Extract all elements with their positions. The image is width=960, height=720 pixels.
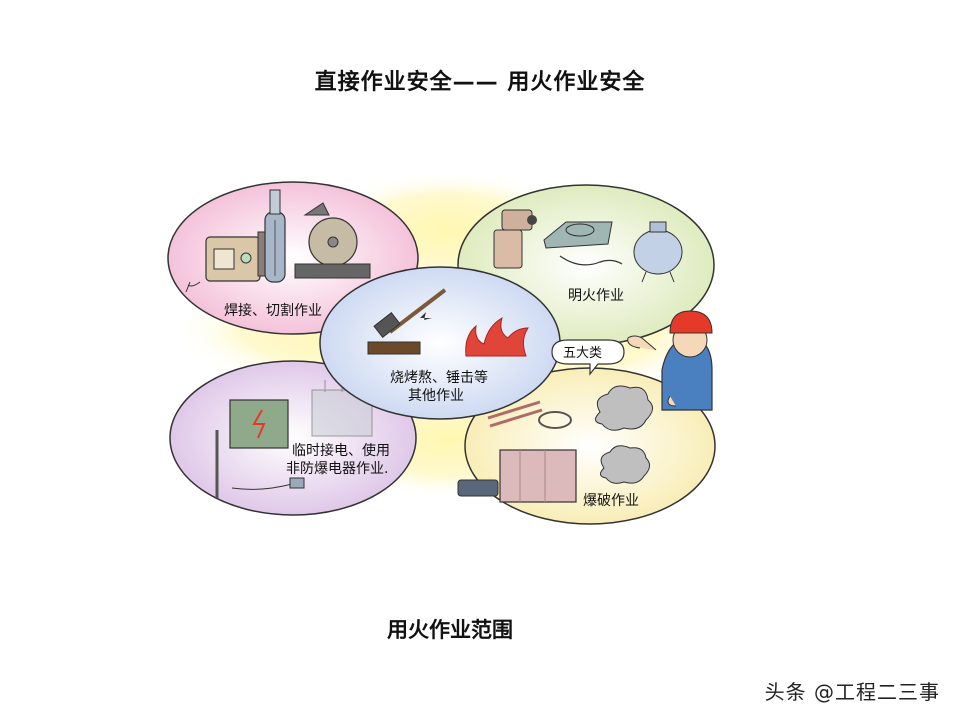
- baking-label-line1: 烧烤熬、锤击等: [390, 369, 488, 386]
- temp-power-label-line2: 非防爆电器作业.: [286, 461, 388, 477]
- hammer-icon: [367, 288, 447, 355]
- baking-label-line2: 其他作业: [408, 388, 464, 404]
- pressure-tank-icon: [633, 221, 683, 283]
- speech-bubble-text: 五大类: [563, 346, 602, 361]
- blasting-label: 爆破作业: [583, 493, 639, 509]
- baking-hammering-category: 烧烤熬、锤击等 其他作业: [319, 266, 561, 420]
- speech-bubble: 五大类: [551, 339, 625, 376]
- welding-cutting-label: 焊接、切割作业: [224, 302, 322, 319]
- open-flame-label: 明火作业: [568, 288, 624, 304]
- diagram-caption: 用火作业范围: [387, 618, 513, 642]
- electric-box-icon: [215, 399, 305, 498]
- temp-power-label-line1: 临时接电、使用: [292, 442, 390, 459]
- explosives-icon: [457, 400, 577, 503]
- page-title: 直接作业安全—— 用火作业安全: [314, 70, 646, 95]
- gas-cylinder-icon: [264, 189, 286, 283]
- fire-icon: [465, 316, 529, 357]
- electric-stove-icon: [543, 221, 623, 266]
- worker-icon: [627, 310, 713, 411]
- cutoff-saw-icon: [294, 202, 371, 279]
- watermark: 头条 @工程二三事: [764, 680, 940, 704]
- smoke-icon: [595, 385, 653, 484]
- blasting-category: 爆破作业: [457, 367, 716, 525]
- blowtorch-icon: [493, 209, 537, 269]
